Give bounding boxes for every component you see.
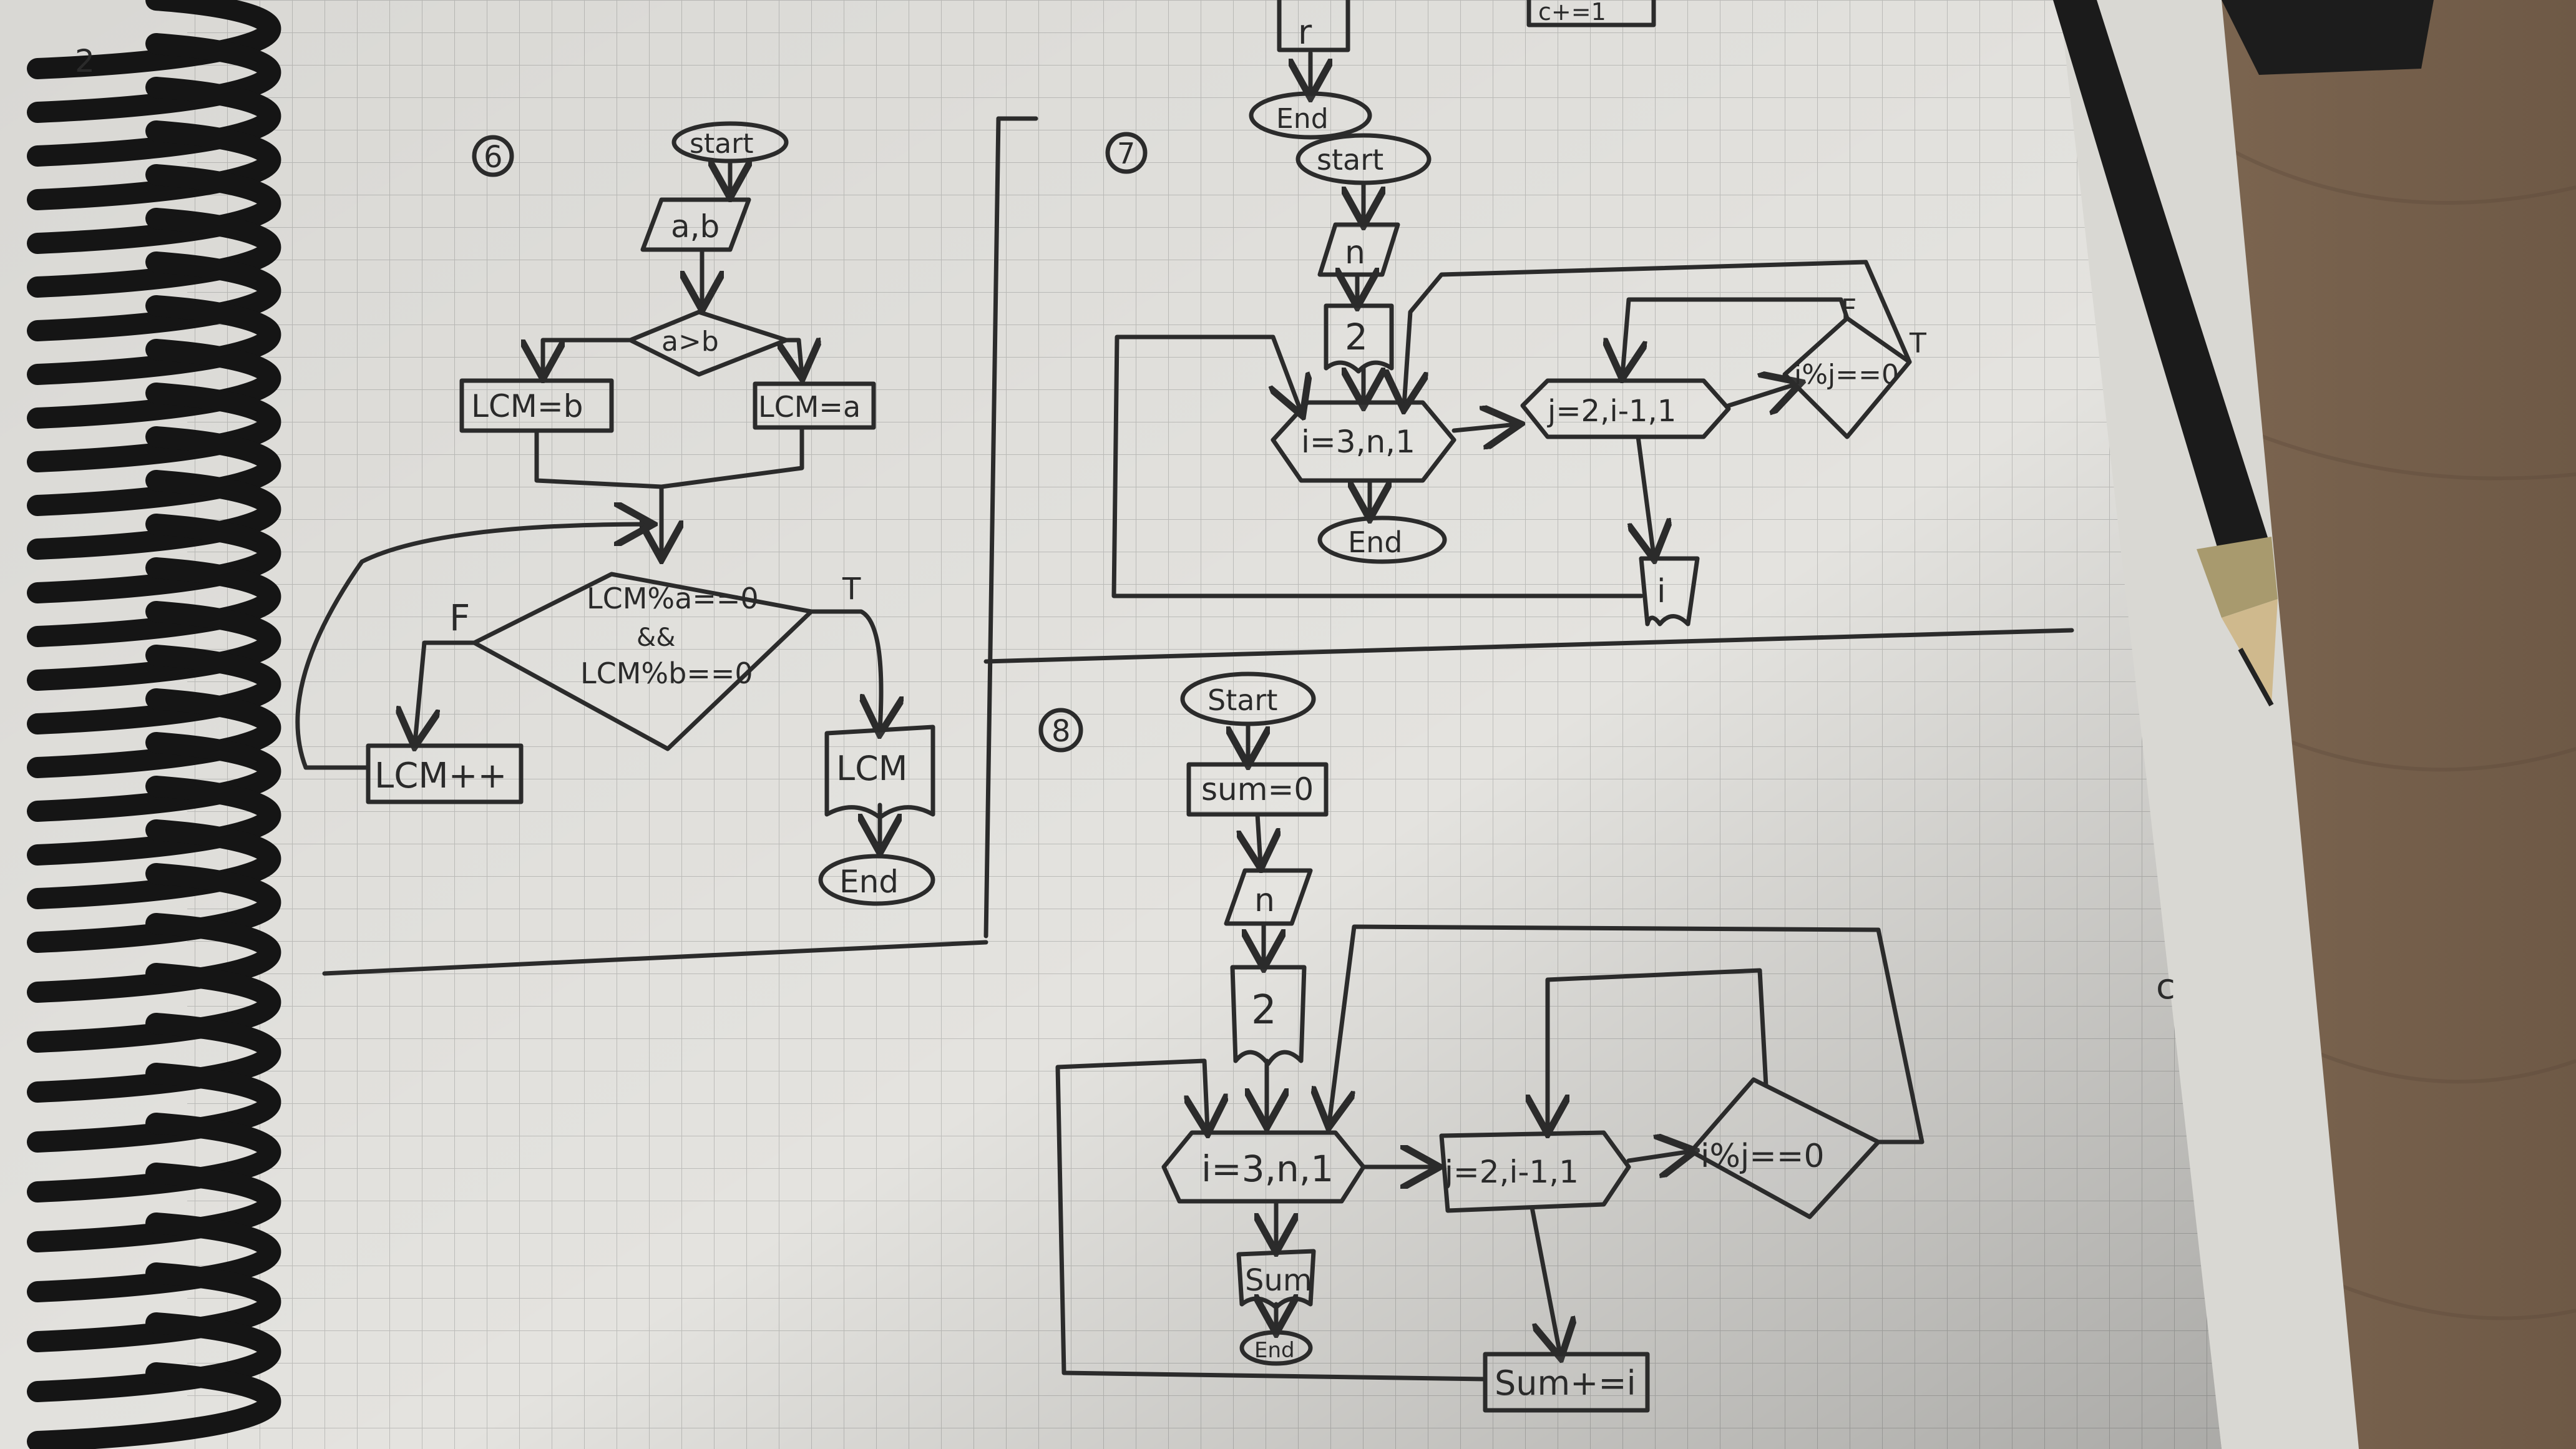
fc6-loop-line3: LCM%b==0 xyxy=(580,656,753,690)
fc8-output-first: 2 xyxy=(1251,987,1277,1033)
flowchart-8: 8 Start sum=0 n 2 i=3,n,1 j=2,i-1,1 i%j=… xyxy=(1038,671,1925,1413)
fc7-true-label: T xyxy=(1909,328,1926,359)
fc6-start: start xyxy=(690,128,753,160)
top-fragment-box-text: r xyxy=(1298,12,1312,52)
flowchart-7: 7 start n 2 i=3,n,1 End j=2,i-1,1 i%j==0… xyxy=(1105,132,1926,627)
fc7-start: start xyxy=(1317,143,1383,177)
fc7-input: n xyxy=(1345,234,1365,271)
fc7-inner-loop: j=2,i-1,1 xyxy=(1547,394,1676,429)
spiral-binding xyxy=(27,0,281,1449)
fc6-output: LCM xyxy=(836,749,907,788)
fc8-input: n xyxy=(1254,882,1275,919)
top-fragment: r End c+=1 xyxy=(1249,0,1656,140)
fc6-true-label: T xyxy=(842,572,861,607)
fc8-accumulate: Sum+=i xyxy=(1495,1364,1636,1403)
fc7-output-i: i xyxy=(1657,573,1666,610)
fc8-init: sum=0 xyxy=(1201,771,1314,807)
fc6-right-box: LCM=a xyxy=(758,390,861,424)
eraser xyxy=(2222,0,2434,75)
fc8-output-sum: Sum xyxy=(1245,1263,1312,1298)
section-dividers xyxy=(322,116,2074,976)
top-fragment-end-text: End xyxy=(1276,103,1329,135)
fc6-end: End xyxy=(839,864,899,900)
fc6-loop-line1: LCM%a==0 xyxy=(587,582,759,615)
page-shadow xyxy=(0,0,2222,1449)
fc6-input: a,b xyxy=(671,208,720,245)
right-edge-fragment: c xyxy=(2156,967,2175,1007)
fc8-end: End xyxy=(1254,1338,1295,1363)
fc6-false-label: F xyxy=(449,597,470,639)
fc7-end: End xyxy=(1348,525,1402,559)
fc6-left-box: LCM=b xyxy=(471,388,583,424)
flowchart-6: 6 start a,b a>b LCM=b LCM=a LCM%a==0 && … xyxy=(295,121,935,906)
fc7-number: 7 xyxy=(1117,137,1135,170)
fc7-output-first: 2 xyxy=(1345,316,1368,358)
fc6-increment: LCM++ xyxy=(374,756,507,796)
corner-number: 2 xyxy=(75,43,95,79)
fc7-outer-loop: i=3,n,1 xyxy=(1301,424,1415,460)
fc6-number: 6 xyxy=(484,140,503,175)
pencil xyxy=(2053,0,2278,706)
fc7-test: i%j==0 xyxy=(1794,359,1899,391)
fc8-outer-loop: i=3,n,1 xyxy=(1201,1148,1334,1190)
fc6-loop-line2: && xyxy=(637,623,675,652)
fc8-inner-loop: j=2,i-1,1 xyxy=(1444,1154,1579,1190)
fc6-decision: a>b xyxy=(661,326,719,358)
fc8-number: 8 xyxy=(1051,714,1071,749)
fc8-test: i%j==0 xyxy=(1700,1138,1825,1175)
back-page-edge xyxy=(2047,0,2359,1449)
top-fragment-side-text: c+=1 xyxy=(1538,0,1606,26)
fc8-start: Start xyxy=(1208,683,1277,717)
